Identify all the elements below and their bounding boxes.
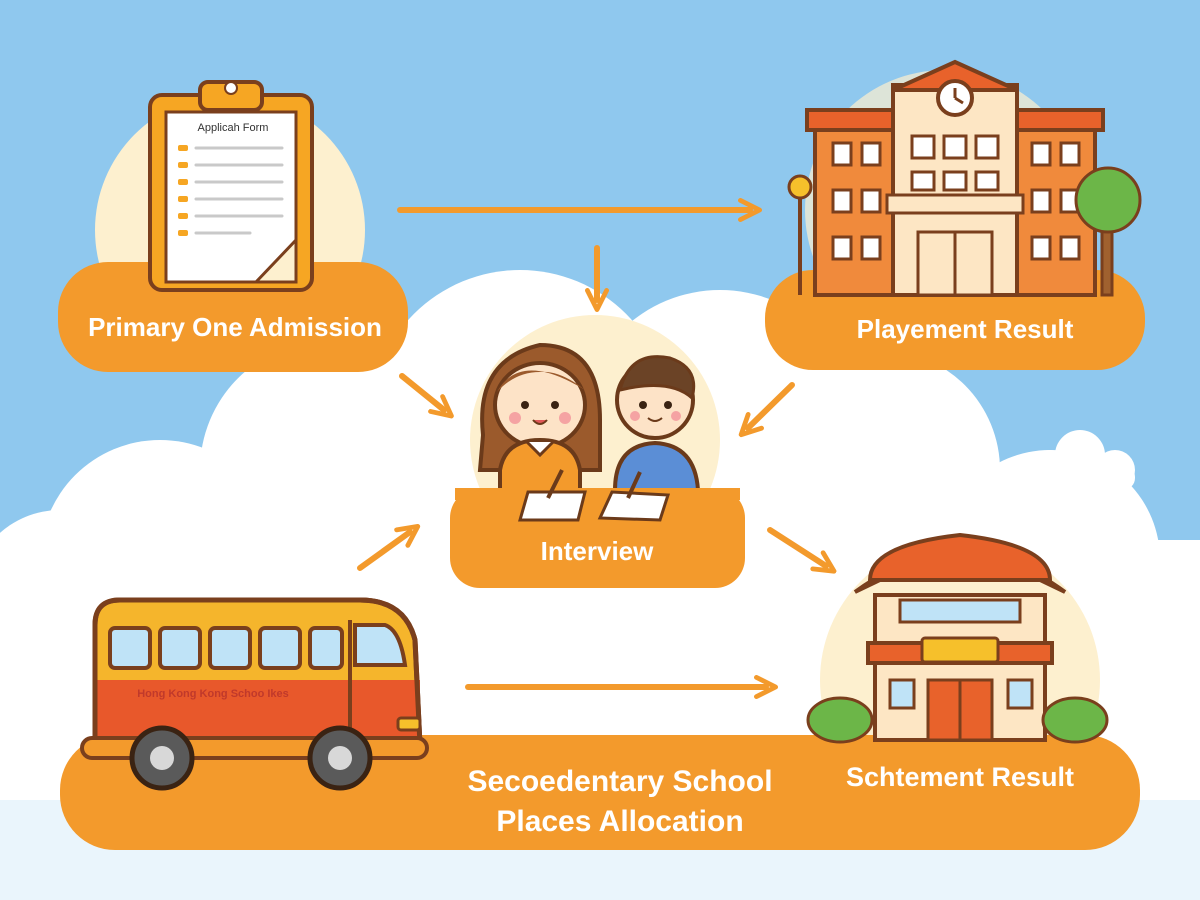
secondary-allocation-line2: Places Allocation [496, 805, 744, 838]
interview-label: Interview [540, 536, 654, 566]
clipboard-icon [148, 80, 314, 292]
bus-side-text: Hong Kong Kong Schoo Ikes [137, 688, 289, 700]
secondary-allocation-label: Secoedentary School Places Allocation [420, 762, 820, 842]
secondary-allocation-line1: Secoedentary School [467, 765, 773, 798]
node-primary-admission [58, 262, 408, 372]
chinese-school-icon [806, 532, 1109, 744]
children-studying-icon [455, 342, 740, 522]
placement-result-label: Playement Result [856, 314, 1074, 344]
primary-admission-label: Primary One Admission [88, 312, 382, 342]
flow-arrows [357, 198, 837, 699]
school-building-icon [787, 59, 1142, 297]
school-bus-icon [80, 597, 429, 791]
form-title: Applicah Form [197, 122, 269, 134]
settlement-result-label: Schtement Result [845, 762, 1075, 792]
small-cloud [1030, 430, 1135, 490]
